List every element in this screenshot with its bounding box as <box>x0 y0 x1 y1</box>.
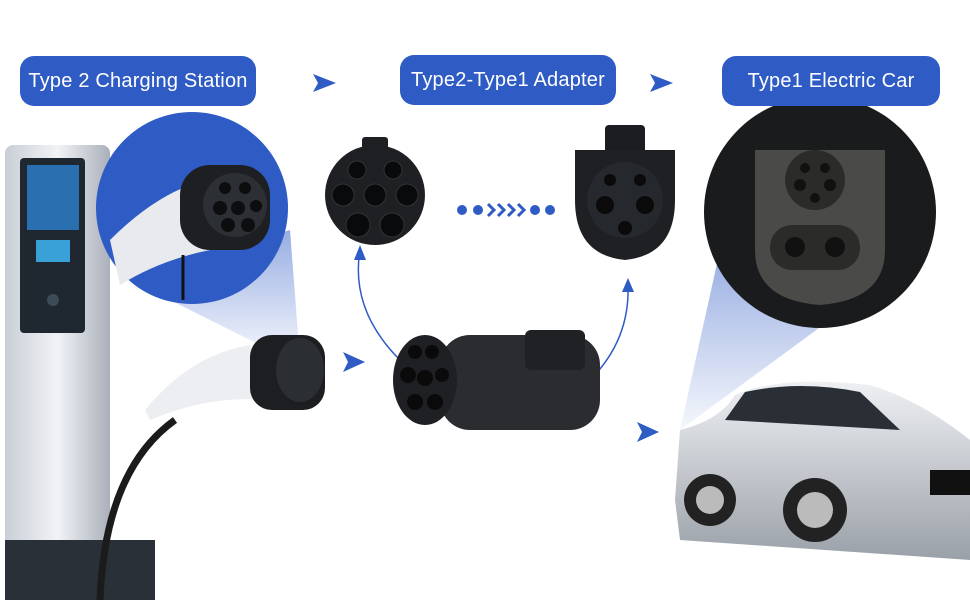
dotted-arrow-icon <box>457 202 555 218</box>
type2-charging-plug <box>96 335 325 600</box>
type2-socket-face <box>325 137 425 245</box>
label-type2-charging-station: Type 2 Charging Station <box>20 56 256 106</box>
arrowhead-icon <box>354 245 366 260</box>
chevron-right-icon <box>637 422 659 442</box>
type1-socket-face <box>575 125 675 260</box>
zoom-beam <box>680 250 830 430</box>
chevron-right-icon <box>343 352 365 372</box>
adapter-image <box>393 330 600 430</box>
chevron-right-icon <box>313 74 336 92</box>
chevron-right-icon <box>650 74 673 92</box>
type2-plug-closeup <box>110 165 270 300</box>
arrowhead-icon <box>622 278 634 292</box>
curve-arrow-left <box>357 249 401 361</box>
electric-car-image <box>675 381 970 560</box>
label-type1-electric-car: Type1 Electric Car <box>722 56 940 106</box>
car-socket-closeup <box>704 96 936 328</box>
charging-station-image <box>5 145 155 600</box>
label-type2-type1-adapter: Type2-Type1 Adapter <box>400 55 616 105</box>
